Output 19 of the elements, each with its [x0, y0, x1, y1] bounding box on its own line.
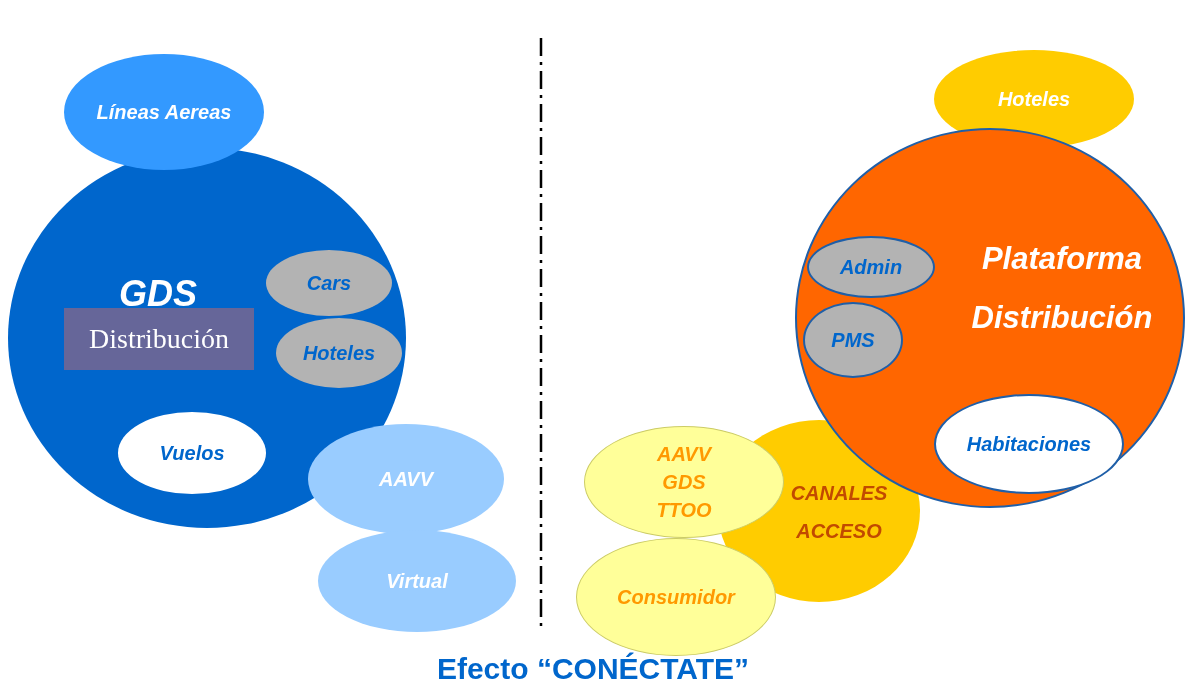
node-label: Habitaciones — [966, 432, 1092, 457]
caption: Efecto “CONÉCTATE” — [435, 652, 751, 686]
node-label: CANALES ACCESO — [789, 481, 889, 544]
node-label: Plataforma Distribución — [970, 240, 1154, 337]
node-label: Líneas Aereas — [96, 100, 232, 125]
ellipse — [807, 236, 935, 298]
node-label: Distribución — [89, 322, 229, 357]
node-label: Virtual — [386, 569, 448, 594]
node-label: GDS — [118, 272, 198, 316]
node-label: Admin — [839, 255, 903, 280]
node-label: Vuelos — [159, 441, 225, 466]
node-label: PMS — [831, 328, 875, 353]
node-label: Consumidor — [617, 585, 735, 610]
node-label: Cars — [306, 271, 352, 296]
node-label: Hoteles — [302, 341, 376, 366]
label-box — [64, 308, 254, 370]
node-label: AAVV GDS TTOO — [655, 442, 714, 523]
node-label: Hoteles — [997, 87, 1071, 112]
node-label: AAVV — [378, 467, 434, 492]
